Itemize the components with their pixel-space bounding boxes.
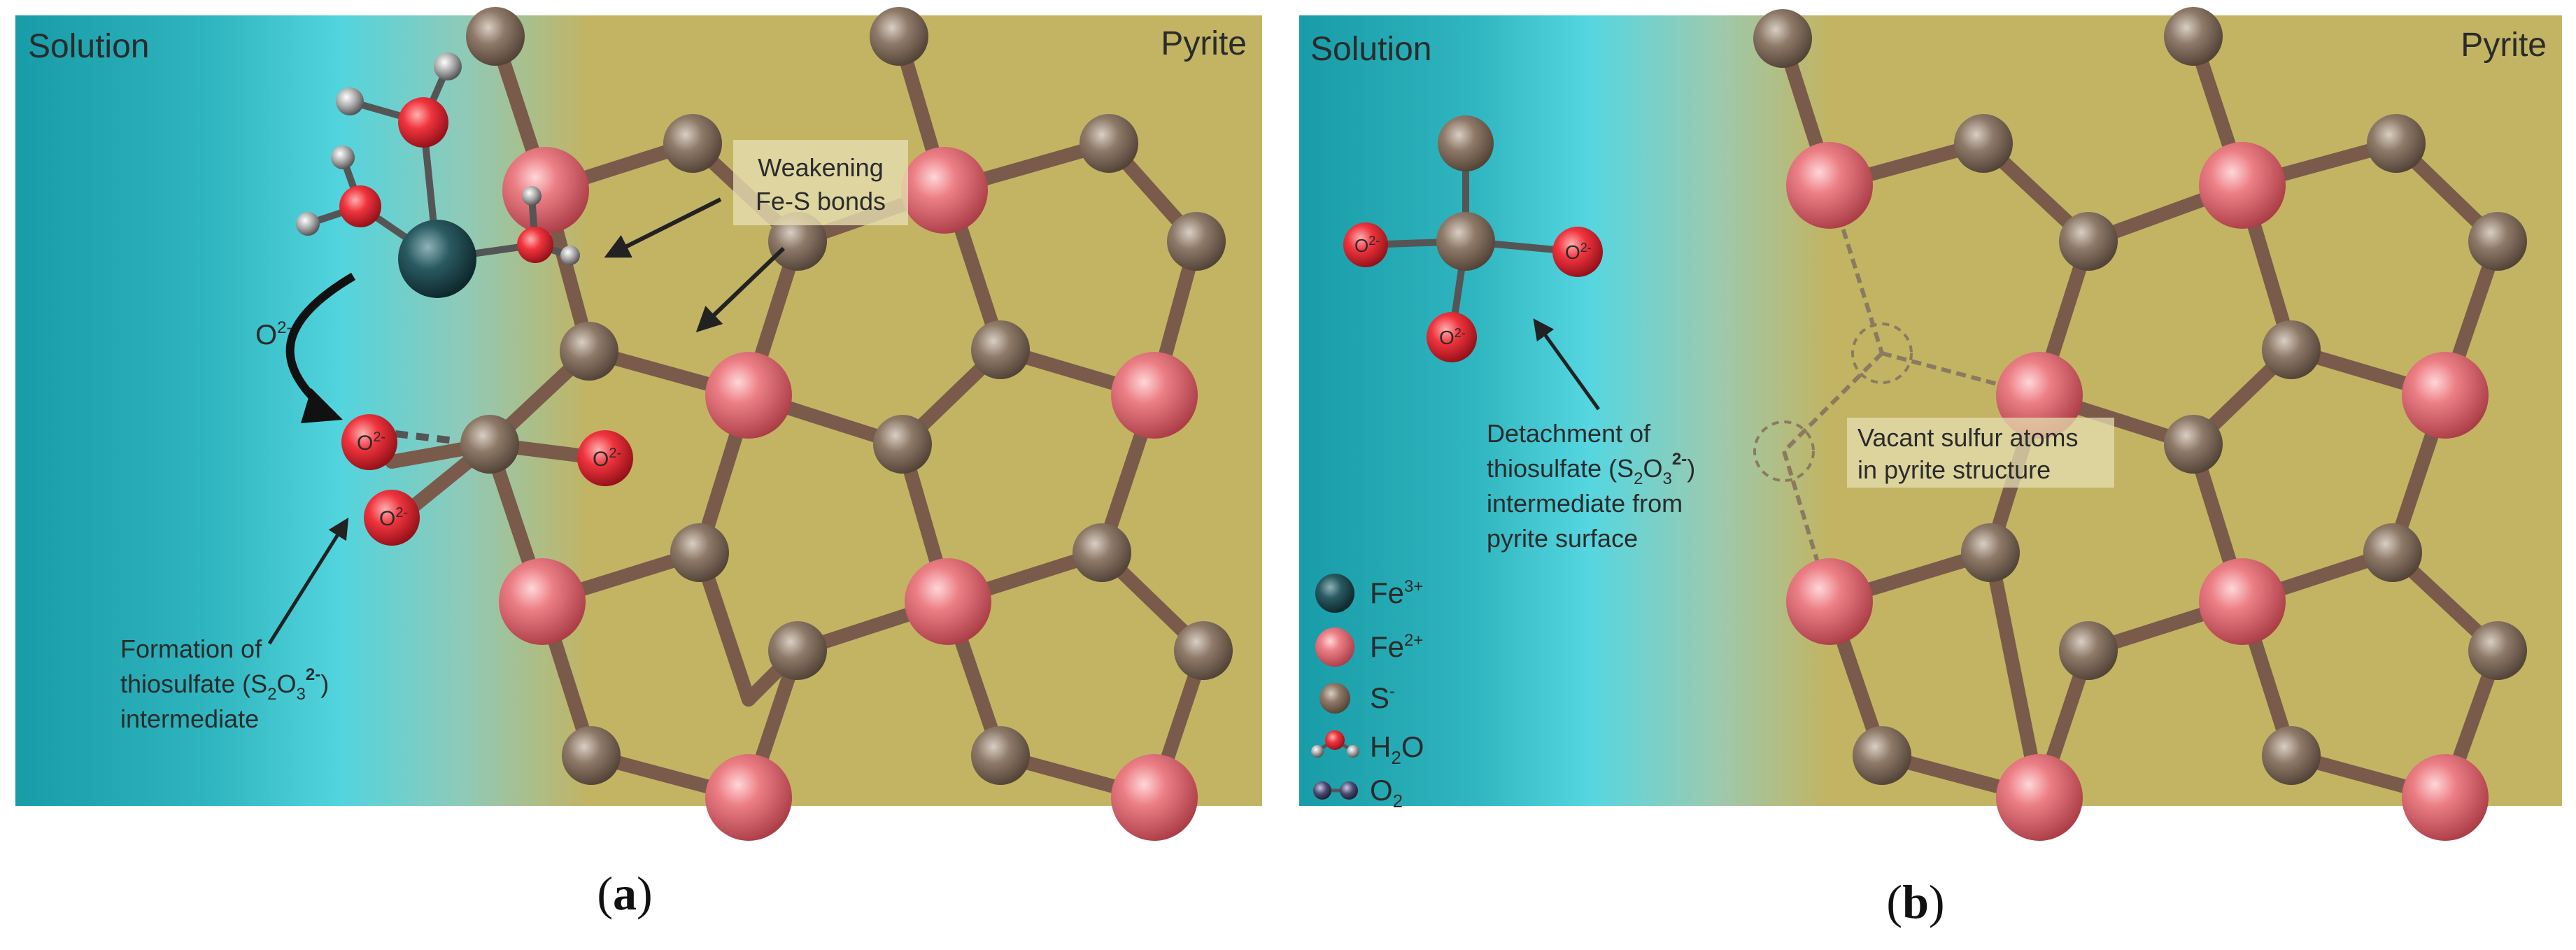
sulfur-atom [2262, 726, 2321, 785]
sulfur-atom [768, 621, 827, 680]
fe2-atom [2199, 142, 2286, 229]
weakening-callout-line1: Weakening [758, 153, 883, 182]
hydrogen-atom [296, 212, 320, 236]
fe2-atom [1786, 142, 1873, 229]
panel-a: O2- O2- O2- Solution Pyrite Weakening Fe… [15, 7, 1262, 920]
fe2-atom [705, 352, 792, 439]
hydrogen-atom [522, 186, 542, 206]
weakening-callout-line2: Fe-S bonds [756, 187, 886, 215]
fe2-atom [1786, 558, 1873, 645]
sulfur-atom [466, 7, 525, 66]
sulfur-atom [1961, 523, 2020, 582]
svg-text:Formation of: Formation of [120, 634, 262, 663]
sulfur-atom [2468, 212, 2527, 271]
water-oxygen [398, 97, 448, 148]
svg-text:Detachment of: Detachment of [1487, 419, 1651, 448]
hydrogen-atom [336, 87, 364, 115]
sulfur-atom [1954, 114, 2013, 173]
sulfur-atom [971, 726, 1030, 785]
sulfur-atom [670, 523, 729, 582]
sulfur-atom [1073, 523, 1131, 582]
hydrogen-atom [434, 52, 462, 80]
sulfur-atom [2164, 7, 2223, 66]
panel-b: O2- O2- O2- Solution Pyrite Detachment o… [1299, 7, 2562, 928]
fe3-atom [398, 220, 476, 298]
sulfur-atom [1438, 115, 1494, 171]
vacant-callout-line1: Vacant sulfur atoms [1857, 423, 2078, 452]
fe2-atom [901, 147, 988, 234]
sulfur-atom [870, 7, 928, 66]
sulfur-atom [2262, 320, 2321, 379]
fe2-atom [705, 754, 792, 841]
fe2-atom [905, 558, 991, 645]
vacant-callout-line2: in pyrite structure [1857, 455, 2051, 484]
fe3-sphere-icon [1315, 574, 1354, 613]
sulfur-atom [562, 726, 621, 785]
sulfur-atom [2367, 114, 2426, 173]
fe2-atom [1111, 352, 1198, 439]
sulfur-atom [2059, 212, 2118, 271]
sulfur-atom [560, 322, 618, 381]
sulfur-atom [2164, 415, 2223, 474]
panel-b-pyrite-label: Pyrite [2461, 27, 2547, 64]
svg-text:intermediate from: intermediate from [1487, 489, 1683, 518]
water-oxygen [517, 227, 553, 263]
panel-a-pyrite-label: Pyrite [1161, 25, 1247, 62]
fe2-atom [2402, 352, 2489, 439]
svg-text:intermediate: intermediate [120, 704, 259, 733]
fe2-atom [499, 558, 586, 645]
hydrogen-atom [560, 246, 580, 265]
water-oxygen [339, 185, 381, 227]
panel-a-solution-label: Solution [28, 28, 149, 65]
sulfur-atom [2363, 523, 2422, 582]
sulfur-atom [2468, 621, 2527, 680]
sulfur-atom-center [1436, 212, 1495, 271]
sulfur-atom [2059, 621, 2118, 680]
panel-a-caption: (a) [597, 867, 652, 920]
fe2-atom [1111, 754, 1198, 841]
sulfur-atom [1080, 114, 1138, 173]
hydrogen-atom [331, 146, 355, 169]
sulfur-atom [1167, 212, 1226, 271]
fe2-atom [502, 147, 589, 234]
fe2-atom [1996, 754, 2083, 841]
sulfur-atom [873, 415, 932, 474]
fe2-sphere-icon [1315, 628, 1354, 667]
s-sphere-icon [1319, 683, 1350, 714]
sulfur-atom [1174, 621, 1233, 680]
sulfur-atom-thiosulfate-center [460, 415, 519, 474]
sulfur-atom [663, 114, 722, 173]
fe2-atom [2199, 558, 2286, 645]
svg-text:pyrite surface: pyrite surface [1487, 524, 1638, 553]
sulfur-atom [1753, 9, 1812, 68]
panel-b-solution-label: Solution [1310, 31, 1431, 68]
sulfur-atom [971, 320, 1030, 379]
fe2-atom [2402, 754, 2489, 841]
sulfur-atom [1853, 726, 1911, 785]
panel-b-caption: (b) [1886, 875, 1944, 928]
